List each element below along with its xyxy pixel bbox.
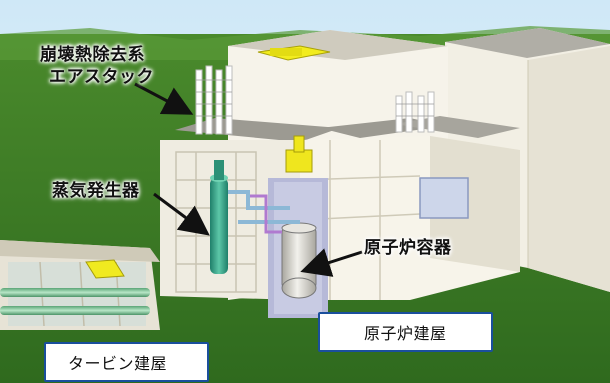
arrow-rv-icon [300, 248, 363, 277]
label-turbine-building: タービン建屋 [44, 342, 210, 382]
label-steam-generator: 蒸気発生器 [52, 181, 140, 201]
air-stacks-left [195, 65, 233, 135]
label-reactor-building: 原子炉建屋 [318, 312, 493, 352]
arrow-sg-icon [153, 192, 210, 236]
refueling-machine [285, 149, 313, 173]
label-reactor-vessel: 原子炉容器 [364, 238, 452, 258]
turbine-crane [85, 259, 125, 279]
steam-generator [210, 178, 228, 274]
air-stacks-right [395, 91, 435, 133]
label-air-stack: エアスタック [49, 67, 154, 87]
arrow-dhr-icon [134, 82, 194, 115]
label-dhr-system: 崩壊熱除去系 [40, 45, 145, 65]
